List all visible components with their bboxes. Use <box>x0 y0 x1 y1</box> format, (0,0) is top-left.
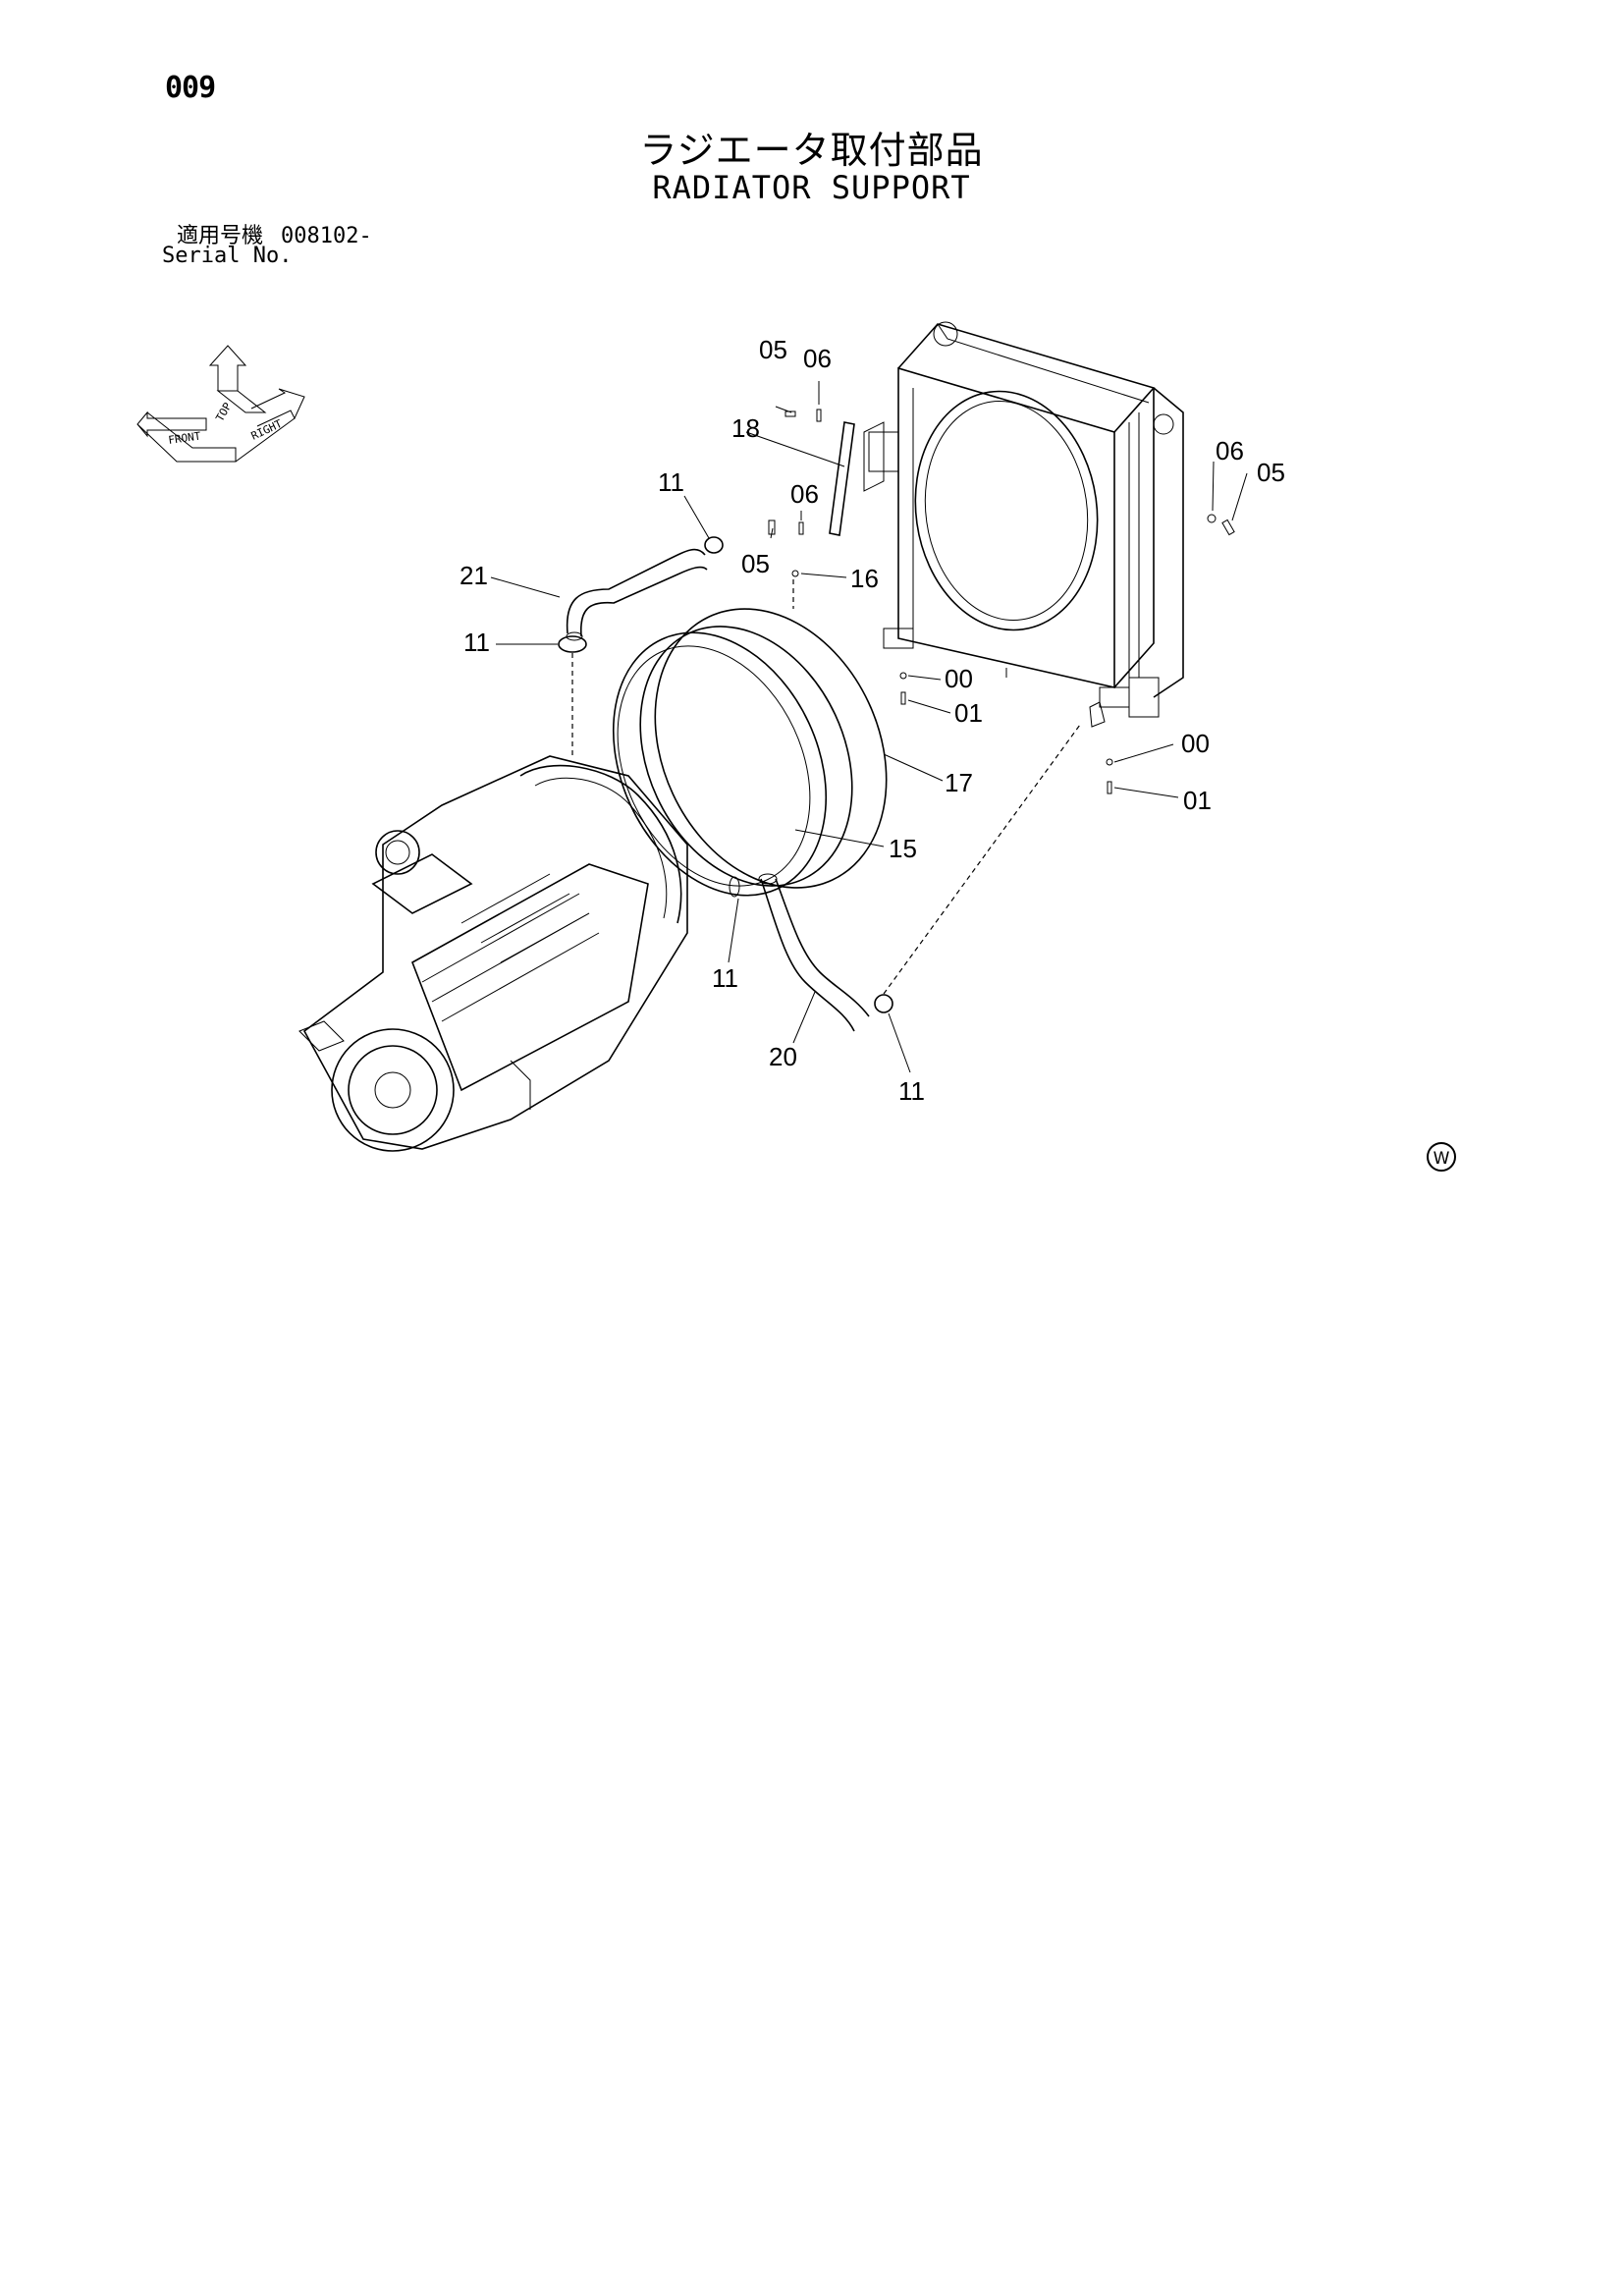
leader-lines <box>490 381 1248 1073</box>
callout-15: 15 <box>889 834 917 863</box>
page-number: 009 <box>165 71 216 105</box>
callout-01: 01 <box>1183 786 1212 815</box>
callout-16: 16 <box>850 564 879 593</box>
callout-20: 20 <box>769 1042 797 1071</box>
callout-06: 06 <box>1216 436 1244 465</box>
callout-01: 01 <box>954 698 983 728</box>
hardware-parts <box>768 409 1235 794</box>
callout-05: 05 <box>1257 458 1285 487</box>
engine <box>298 755 688 1152</box>
serial-label-english: Serial No. <box>162 244 293 268</box>
callout-06: 06 <box>790 479 819 509</box>
page-title-japanese: ラジエータ取付部品 <box>639 129 984 172</box>
callout-11: 11 <box>712 963 738 993</box>
callout-17: 17 <box>945 768 973 797</box>
callout-05: 05 <box>759 335 787 364</box>
callout-18: 18 <box>731 413 760 443</box>
serial-label-japanese: 適用号機 <box>177 224 264 248</box>
upper-hose <box>558 536 724 653</box>
lower-hose <box>729 873 893 1032</box>
callout-00: 00 <box>945 664 973 693</box>
routing-lines <box>571 579 1081 995</box>
callout-00: 00 <box>1181 729 1210 758</box>
callout-11: 11 <box>898 1076 925 1106</box>
callout-06: 06 <box>803 344 832 373</box>
page-title-english: RADIATOR SUPPORT <box>652 169 971 206</box>
radiator-assembly <box>863 321 1184 728</box>
orientation-icon: FRONT TOP RIGHT <box>136 345 305 463</box>
orientation-label-front: FRONT <box>168 429 202 447</box>
callout-labels: 05 06 18 11 06 05 16 21 11 00 01 06 05 0… <box>460 335 1285 1106</box>
serial-label-row: 適用号機 008102- <box>177 218 372 249</box>
callout-11: 11 <box>463 628 490 657</box>
serial-number: 008102- <box>281 224 372 248</box>
callout-11: 11 <box>658 467 684 497</box>
callout-05: 05 <box>741 549 770 578</box>
orientation-label-top: TOP <box>213 400 234 423</box>
callout-21: 21 <box>460 561 488 590</box>
watermark-badge: W <box>1427 1142 1456 1172</box>
